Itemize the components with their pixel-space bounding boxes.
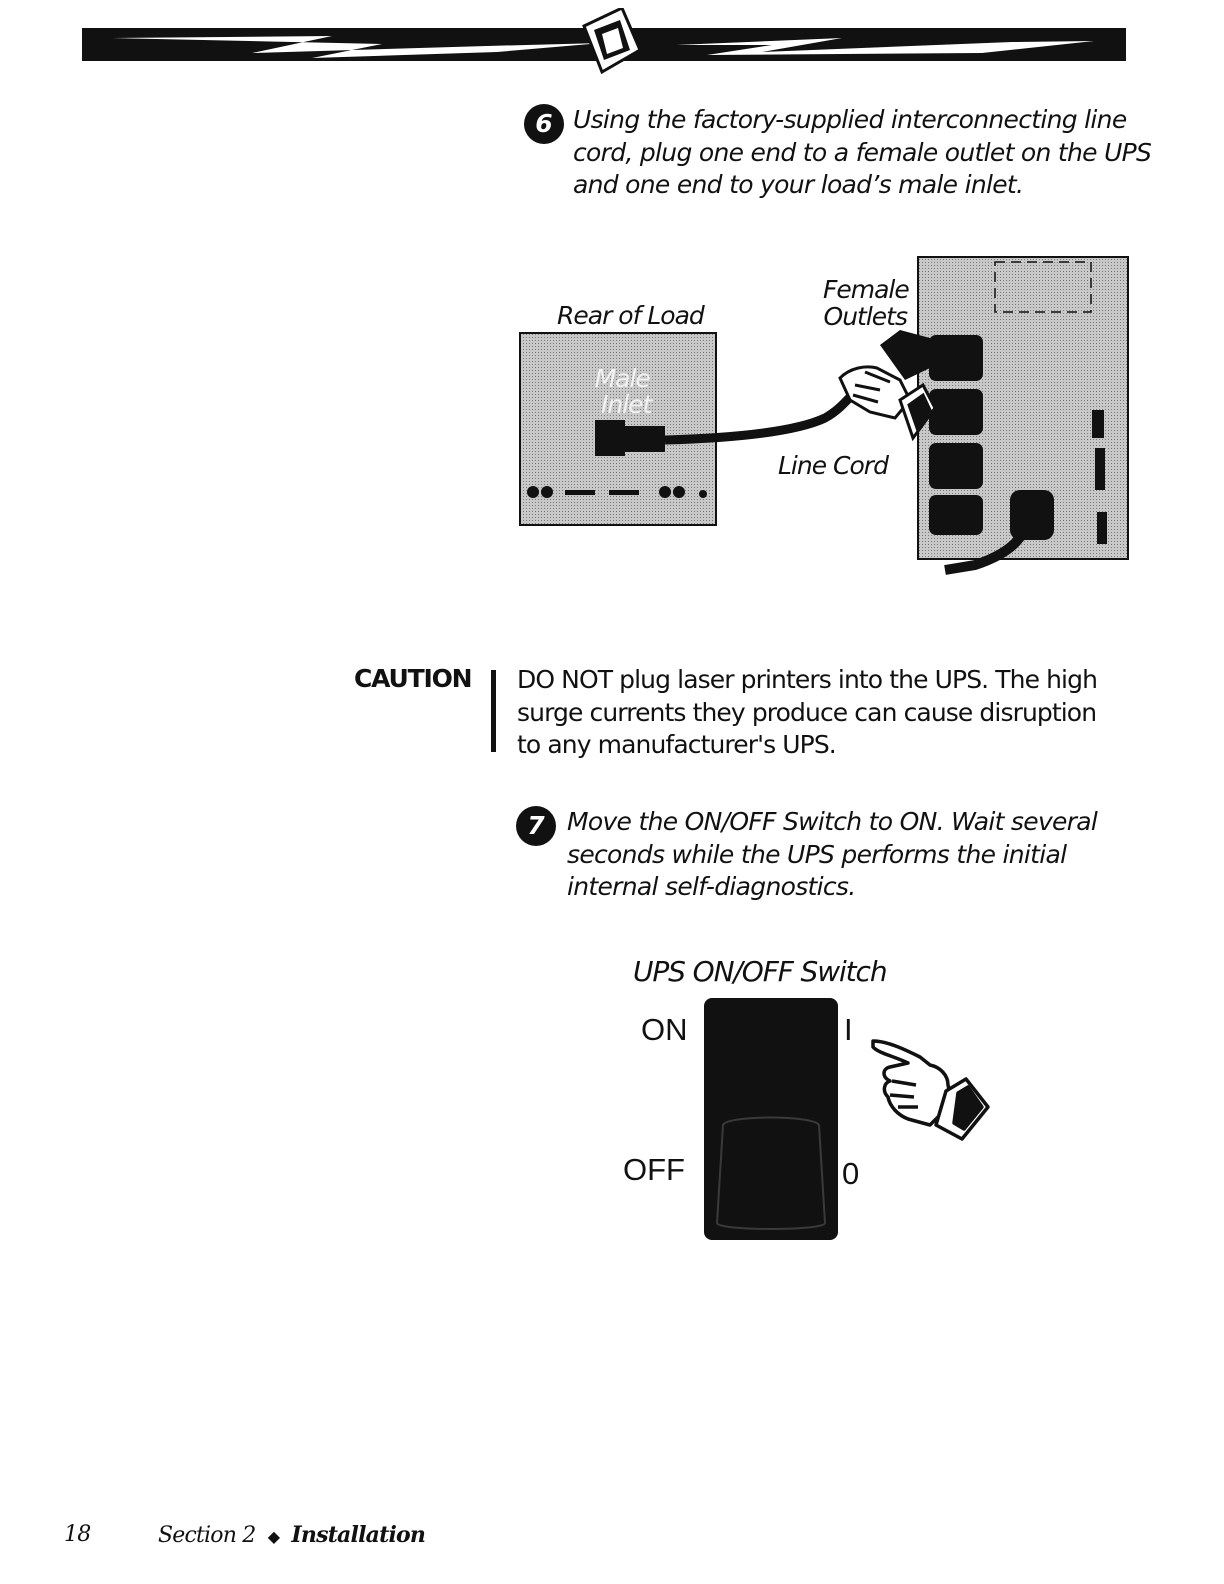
male-inlet-label-line-2: Inlet: [601, 390, 652, 419]
step-7-line-2: seconds while the UPS performs the initi…: [567, 839, 1067, 869]
footer-section-name: Section 2: [158, 1523, 256, 1548]
female-plug: [880, 330, 930, 380]
hand-icon: [838, 365, 937, 442]
switch-on-symbol: I: [844, 1012, 853, 1047]
on-off-rocker-switch[interactable]: [703, 997, 839, 1241]
male-inlet-label: Male Inlet: [593, 364, 653, 419]
female-outlets-label-line-1: Female: [823, 275, 910, 304]
caution-line-3: to any manufacturer's UPS.: [517, 730, 837, 759]
caution-label: CAUTION: [354, 664, 473, 693]
footer-separator: ◆: [267, 1527, 280, 1546]
footer-chapter: Installation: [291, 1522, 426, 1548]
caution-line-1: DO NOT plug laser printers into the UPS.…: [517, 665, 1098, 694]
step-7-badge: 7: [516, 806, 556, 846]
page-number: 18: [64, 1522, 91, 1547]
pointing-hand-icon: [871, 1039, 990, 1141]
caution-text: DO NOT plug laser printers into the UPS.…: [517, 664, 1098, 762]
switch-off-label: OFF: [623, 1152, 685, 1187]
footer-section: Section 2 ◆ Installation: [158, 1522, 426, 1548]
page-footer: 18: [64, 1522, 91, 1547]
step-6-line-1: Using the factory-supplied interconnecti…: [573, 105, 1127, 134]
switch-off-symbol: 0: [842, 1156, 860, 1191]
header-lightning-bar: [82, 8, 1126, 75]
switch-on-label: ON: [641, 1012, 688, 1047]
male-inlet-plug: [595, 420, 665, 456]
diamond-emblem-icon: [582, 8, 642, 75]
step-7-line-1: Move the ON/OFF Switch to ON. Wait sever…: [567, 807, 1098, 836]
step-6-line-3: and one end to your load’s male inlet.: [573, 170, 1024, 199]
step-6-line-2: cord, plug one end to a female outlet on…: [573, 137, 1152, 167]
step-7-line-3: internal self-diagnostics.: [567, 872, 856, 901]
step-6-badge: 6: [524, 104, 564, 144]
load-connector-dots: [527, 486, 707, 498]
female-outlets-label-line-2: Outlets: [823, 302, 908, 331]
caution-line-2: surge currents they produce can cause di…: [517, 697, 1097, 727]
caution-rule: [491, 670, 496, 752]
line-cord-label: Line Cord: [778, 451, 889, 480]
switch-diagram-title: UPS ON/OFF Switch: [633, 955, 888, 988]
rear-of-load-label: Rear of Load: [557, 301, 705, 330]
female-outlets-label: Female Outlets: [823, 275, 910, 331]
step-7-text: Move the ON/OFF Switch to ON. Wait sever…: [567, 806, 1098, 904]
male-inlet-label-line-1: Male: [594, 364, 651, 393]
line-cord-connection-diagram: Rear of Load Male Inlet Female Outlets L…: [505, 250, 1145, 590]
step-6-text: Using the factory-supplied interconnecti…: [573, 104, 1152, 202]
female-outlets: [929, 335, 983, 535]
